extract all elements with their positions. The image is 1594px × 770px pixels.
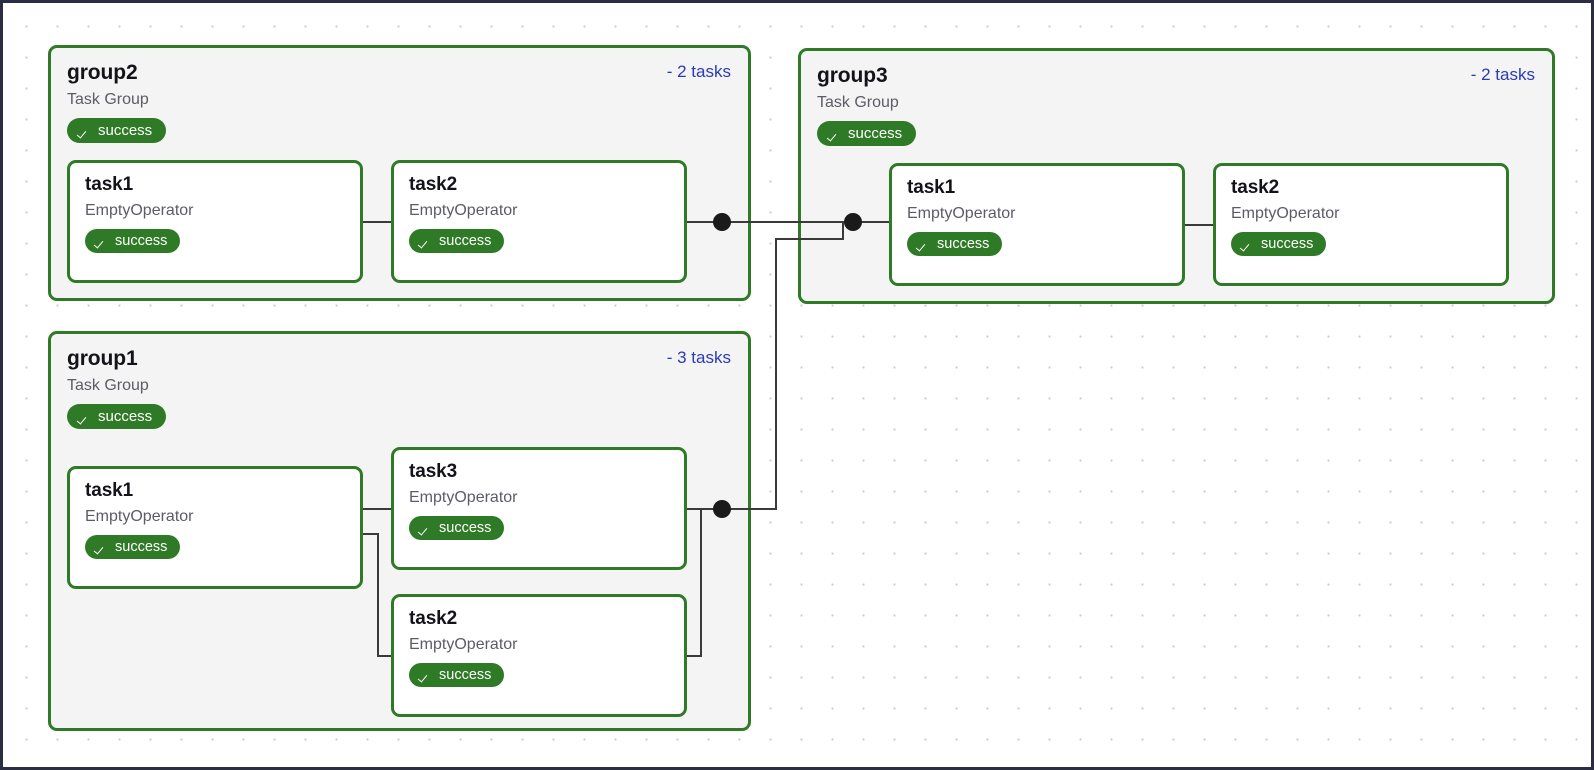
task-node-status-wrap: success [907, 231, 1167, 257]
task-group-title: group2 [67, 61, 138, 84]
task-node-title: task3 [409, 461, 458, 482]
status-badge: success [67, 117, 167, 143]
status-badge-label: success [937, 235, 990, 252]
task-node-group3-task2[interactable]: task2 EmptyOperator success [1213, 163, 1509, 286]
task-node-title: task2 [1231, 177, 1280, 198]
task-group-subtitle: Task Group [817, 94, 899, 112]
status-badge: success [1231, 231, 1327, 257]
status-badge: success [67, 403, 167, 429]
task-node-title: task1 [85, 174, 134, 195]
status-badge-label: success [98, 407, 153, 425]
task-group-header: group3 - 2 tasks Task Group [801, 51, 1552, 112]
check-icon [78, 410, 91, 423]
task-group-status-wrap: success [51, 109, 748, 143]
task-node-title: task1 [907, 177, 956, 198]
status-badge: success [409, 515, 505, 541]
task-group-header: group1 - 3 tasks Task Group [51, 334, 748, 395]
status-badge-label: success [1261, 235, 1314, 252]
check-icon [95, 540, 108, 553]
task-group-title: group1 [67, 347, 138, 370]
status-badge: success [409, 662, 505, 688]
task-group-title: group3 [817, 64, 888, 87]
task-node-title: task1 [85, 480, 134, 501]
task-group-status-wrap: success [51, 395, 748, 429]
status-badge: success [817, 120, 917, 146]
status-badge-label: success [439, 519, 492, 536]
task-node-status-wrap: success [85, 534, 345, 560]
check-icon [78, 124, 91, 137]
status-badge-label: success [115, 538, 168, 555]
task-node-group3-task1[interactable]: task1 EmptyOperator success [889, 163, 1185, 286]
task-node-status-wrap: success [409, 662, 669, 688]
task-node-title: task2 [409, 174, 458, 195]
check-icon [419, 521, 432, 534]
task-group-header: group2 - 2 tasks Task Group [51, 48, 748, 109]
task-node-status-wrap: success [409, 228, 669, 254]
status-badge-label: success [439, 232, 492, 249]
status-badge-label: success [98, 121, 153, 139]
task-node-group1-task1[interactable]: task1 EmptyOperator success [67, 466, 363, 589]
task-node-group2-task2[interactable]: task2 EmptyOperator success [391, 160, 687, 283]
task-node-group2-task1[interactable]: task1 EmptyOperator success [67, 160, 363, 283]
task-group-count[interactable]: - 3 tasks [666, 348, 731, 367]
task-group-count[interactable]: - 2 tasks [666, 62, 731, 81]
task-node-operator: EmptyOperator [409, 201, 518, 219]
task-node-status-wrap: success [85, 228, 345, 254]
task-node-group1-task3[interactable]: task3 EmptyOperator success [391, 447, 687, 570]
check-icon [828, 127, 841, 140]
check-icon [419, 668, 432, 681]
check-icon [95, 234, 108, 247]
status-badge: success [907, 231, 1003, 257]
check-icon [917, 237, 930, 250]
status-badge: success [85, 228, 181, 254]
task-group-subtitle: Task Group [67, 377, 149, 395]
status-badge: success [85, 534, 181, 560]
status-badge-label: success [115, 232, 168, 249]
status-badge: success [409, 228, 505, 254]
task-node-operator: EmptyOperator [409, 488, 518, 506]
status-badge-label: success [848, 124, 903, 142]
status-badge-label: success [439, 666, 492, 683]
task-group-subtitle: Task Group [67, 91, 149, 109]
task-group-count[interactable]: - 2 tasks [1470, 65, 1535, 84]
task-node-operator: EmptyOperator [85, 507, 194, 525]
task-node-operator: EmptyOperator [1231, 204, 1340, 222]
task-node-group1-task2[interactable]: task2 EmptyOperator success [391, 594, 687, 717]
task-node-operator: EmptyOperator [409, 635, 518, 653]
task-node-status-wrap: success [409, 515, 669, 541]
check-icon [1241, 237, 1254, 250]
task-node-status-wrap: success [1231, 231, 1491, 257]
task-node-operator: EmptyOperator [85, 201, 194, 219]
task-node-operator: EmptyOperator [907, 204, 1016, 222]
task-node-title: task2 [409, 608, 458, 629]
check-icon [419, 234, 432, 247]
task-group-status-wrap: success [801, 112, 1552, 146]
